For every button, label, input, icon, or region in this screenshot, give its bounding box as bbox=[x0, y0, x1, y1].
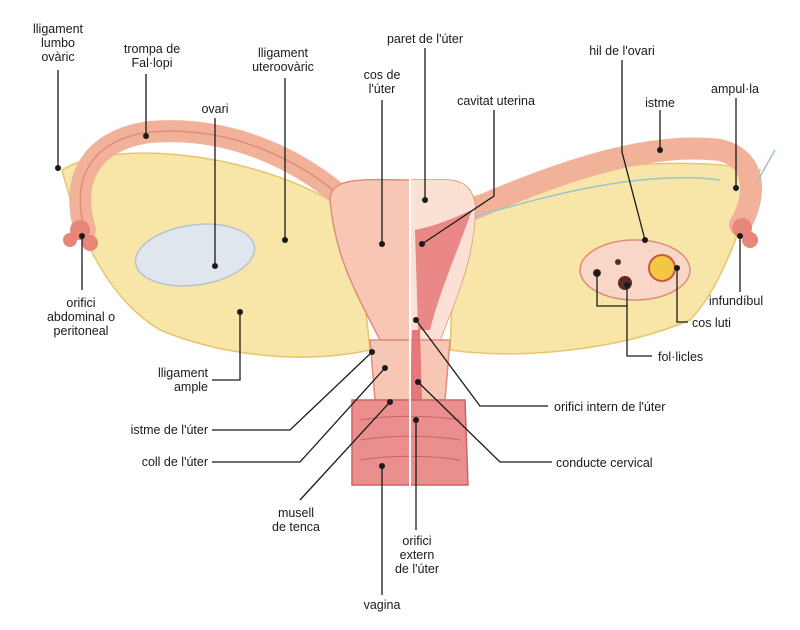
follicle-3 bbox=[615, 259, 621, 265]
label-trompa-de-fallopi: trompa de Fal·lopi bbox=[123, 42, 181, 70]
label-musell-de-tenca: musell de tenca bbox=[272, 506, 320, 534]
cervical-canal bbox=[410, 330, 422, 400]
label-cos-de-l-uter: cos de l'úter bbox=[363, 68, 401, 96]
label-lligament-lumbo-ovaric: lligament lumbo ovàric bbox=[32, 22, 84, 64]
corpus-luteum bbox=[648, 254, 676, 282]
label-infundibul: infundíbul bbox=[708, 294, 764, 308]
fallopian-tube-right bbox=[449, 137, 762, 236]
label-orifici-intern: orifici intern de l'úter bbox=[554, 400, 666, 414]
label-ampulla: ampul·la bbox=[711, 82, 759, 96]
uterine-cavity bbox=[415, 210, 472, 330]
label-cos-luti: cos luti bbox=[692, 316, 731, 330]
leader-dots bbox=[55, 133, 743, 469]
label-ovari: ovari bbox=[201, 102, 229, 116]
label-istme-de-l-uter: istme de l'úter bbox=[130, 423, 208, 437]
label-follicles: fol·licles bbox=[658, 350, 704, 364]
fimbriae-left bbox=[63, 220, 98, 251]
label-hil-de-l-ovari: hil de l'ovari bbox=[589, 44, 655, 58]
label-cavitat-uterina: cavitat uterina bbox=[457, 94, 535, 108]
leader-lines bbox=[57, 48, 741, 595]
label-conducte-cervical: conducte cervical bbox=[556, 456, 653, 470]
ovary-left bbox=[134, 223, 256, 287]
label-orifici-abdominal: orifici abdominal o peritoneal bbox=[46, 296, 116, 338]
label-lligament-ample: lligament ample bbox=[157, 366, 208, 394]
label-istme: istme bbox=[645, 96, 675, 110]
label-coll-de-l-uter: coll de l'úter bbox=[141, 455, 208, 469]
label-vagina: vagina bbox=[363, 598, 401, 612]
fimbriae-right bbox=[732, 218, 758, 248]
label-paret-de-l-uter: paret de l'úter bbox=[386, 32, 464, 46]
label-lligament-uteroovaric: lligament uteroovàric bbox=[252, 46, 314, 74]
label-orifici-extern: orifici extern de l'úter bbox=[394, 534, 440, 576]
